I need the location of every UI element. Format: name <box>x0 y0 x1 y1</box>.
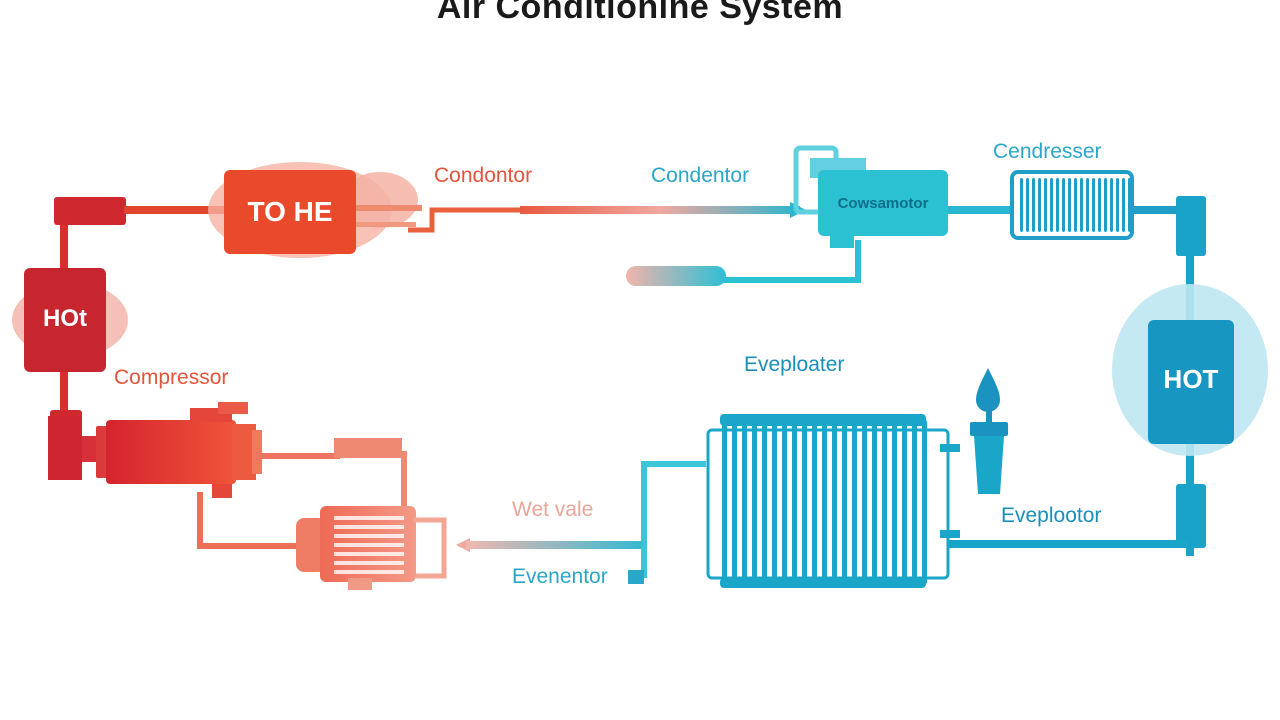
evaporator-fin <box>892 420 897 584</box>
evaporator-fin <box>822 420 827 584</box>
condenser-fin <box>1068 178 1071 232</box>
condenser-warm-label: Condontor <box>434 164 533 187</box>
evaporator-fin <box>852 420 857 584</box>
hot-left-box <box>24 268 106 372</box>
evaporator-fin <box>772 420 777 584</box>
tohe-box <box>224 170 356 254</box>
compressor-left-label: Compressor <box>114 366 229 389</box>
condenser-fin <box>1110 178 1113 232</box>
evaporator-bottom-label: Evenentor <box>512 565 608 588</box>
condenser-fin <box>1080 178 1083 232</box>
evaporator-fin <box>912 420 917 584</box>
top-condenser-coil <box>1010 170 1186 240</box>
condenser-fin <box>1044 178 1047 232</box>
compressor-top-label: Cendresser <box>993 140 1102 163</box>
condenser-fin <box>1098 178 1101 232</box>
evap-to-right-pipe <box>948 540 1188 548</box>
hot-right-box <box>1148 320 1234 444</box>
condenser-fin <box>1050 178 1053 232</box>
condenser-cool-label: Condentor <box>651 164 750 187</box>
evaporator-fin <box>842 420 847 584</box>
tohe-unit <box>208 162 520 258</box>
evaporator-fin <box>792 420 797 584</box>
compressor-unit <box>48 402 407 549</box>
pipe-to-tohe <box>124 206 230 214</box>
return-pipe-tail <box>626 266 726 286</box>
motor-fin <box>334 516 404 520</box>
hot-left-label: HOt <box>43 305 87 332</box>
top-gradient-pipe <box>520 206 800 214</box>
evaporator-fin <box>832 420 837 584</box>
diagram-title: Air Conditionine System <box>436 0 844 26</box>
motor-fin <box>334 525 404 529</box>
evaporator-fin <box>882 420 887 584</box>
condenser-fin <box>1122 178 1125 232</box>
motor-fin <box>334 534 404 538</box>
evaporator-fin <box>782 420 787 584</box>
compresotor-label: Cowsamotor <box>837 195 929 212</box>
evaporator-fin <box>732 420 737 584</box>
evaporator-fin <box>902 420 907 584</box>
evaporator-fin <box>872 420 877 584</box>
left-hot-loop <box>12 197 230 480</box>
condenser-fin <box>1116 178 1119 232</box>
motor-coil-unit <box>296 506 447 590</box>
bottom-gradient-pipe <box>466 541 642 549</box>
evaporator-fin <box>752 420 757 584</box>
condenser-fin <box>1032 178 1035 232</box>
evaporator-fin <box>722 420 727 584</box>
evaporator-fin <box>812 420 817 584</box>
evaporator-fin <box>742 420 747 584</box>
condenser-fin <box>1020 178 1023 232</box>
motor-fin <box>334 561 404 565</box>
condenser-fin <box>1056 178 1059 232</box>
compresotor-box <box>818 170 948 236</box>
condenser-fin <box>1086 178 1089 232</box>
condenser-fin <box>1128 178 1131 232</box>
condenser-fin <box>1038 178 1041 232</box>
hot-right-label: HOT <box>1163 364 1219 394</box>
evaporator-fin <box>922 420 927 584</box>
evaporator-fin <box>862 420 867 584</box>
wet-valve-label: Wet vale <box>512 498 594 521</box>
condenser-fin <box>1062 178 1065 232</box>
evaporator-right-label: Eveplootor <box>1001 504 1102 527</box>
top-left-fitting <box>54 197 126 225</box>
evaporator-top-label: Eveploater <box>744 353 845 376</box>
right-hot-loop <box>1112 196 1268 556</box>
condenser-fin <box>1074 178 1077 232</box>
water-drop-icon <box>970 368 1008 494</box>
motor-fin <box>334 570 404 574</box>
condenser-fin <box>1104 178 1107 232</box>
tohe-label: TO HE <box>247 196 333 227</box>
evaporator-unit <box>628 414 1188 588</box>
compressor-body <box>106 420 236 484</box>
condenser-fin <box>1026 178 1029 232</box>
evaporator-fin <box>762 420 767 584</box>
compresotor-unit <box>626 145 1018 286</box>
tohe-out-pipe <box>408 207 520 233</box>
motor-fin <box>334 543 404 547</box>
condenser-fin <box>1092 178 1095 232</box>
evaporator-fin <box>802 420 807 584</box>
motor-fin <box>334 552 404 556</box>
